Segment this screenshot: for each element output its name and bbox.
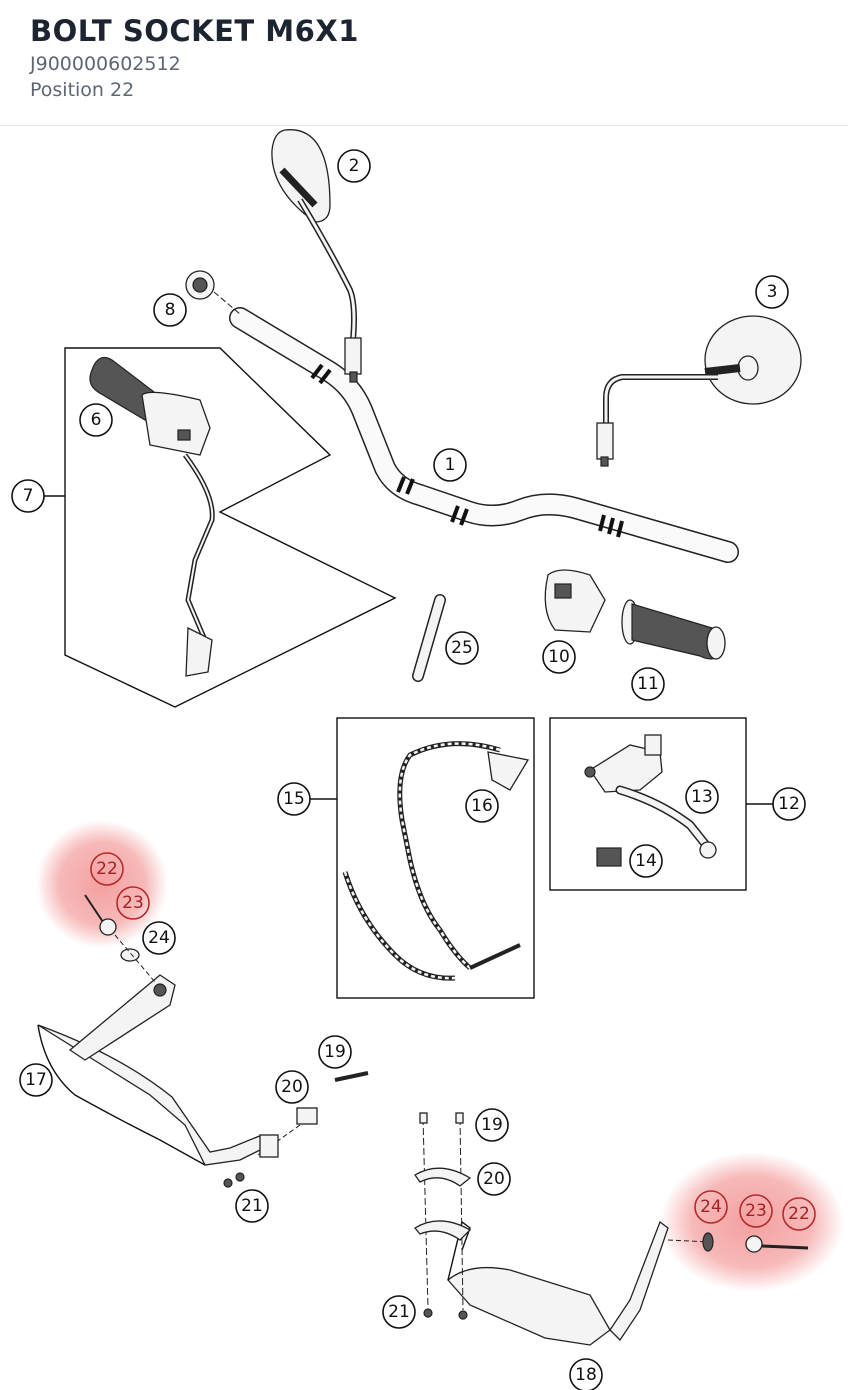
callout-22-left[interactable]: 22 <box>90 852 124 886</box>
callout-12[interactable]: 12 <box>772 787 806 821</box>
callout-16[interactable]: 16 <box>465 789 499 823</box>
svg-text:2: 2 <box>349 156 360 176</box>
svg-text:20: 20 <box>483 1169 505 1189</box>
callout-15[interactable]: 15 <box>277 782 311 816</box>
part-number: J900000602512 <box>30 53 181 75</box>
callout-21-left[interactable]: 21 <box>235 1189 269 1223</box>
callout-14[interactable]: 14 <box>629 844 663 878</box>
group-outline-7 <box>64 347 397 708</box>
right-switch-part <box>544 569 606 633</box>
hand-guard-right-part <box>414 1112 669 1346</box>
highlight-area-right <box>660 1152 844 1292</box>
callout-25[interactable]: 25 <box>445 631 479 665</box>
bolt-washer-left-parts <box>84 894 156 983</box>
part-position: Position 22 <box>30 79 135 101</box>
callout-20-right[interactable]: 20 <box>477 1162 511 1196</box>
callout-23-left[interactable]: 23 <box>116 886 150 920</box>
handlebar-part <box>229 307 739 563</box>
svg-text:21: 21 <box>241 1196 263 1216</box>
switch-part-14 <box>596 847 622 867</box>
svg-text:23: 23 <box>122 893 144 913</box>
left-switch-grip-part <box>89 357 215 677</box>
svg-text:23: 23 <box>745 1201 767 1221</box>
group-box-15 <box>336 717 535 999</box>
mirror-right-part <box>596 315 802 467</box>
svg-text:6: 6 <box>91 410 102 430</box>
callout-8[interactable]: 8 <box>153 293 187 327</box>
svg-text:14: 14 <box>635 851 657 871</box>
callout-20-left[interactable]: 20 <box>275 1070 309 1104</box>
svg-text:1: 1 <box>445 455 456 475</box>
callout-1[interactable]: 1 <box>433 448 467 482</box>
callout-2[interactable]: 2 <box>337 149 371 183</box>
svg-text:22: 22 <box>788 1204 810 1224</box>
strap-part <box>412 594 446 682</box>
svg-text:24: 24 <box>148 928 170 948</box>
svg-text:25: 25 <box>451 638 473 658</box>
svg-text:18: 18 <box>575 1365 597 1385</box>
svg-text:11: 11 <box>637 674 659 694</box>
svg-text:21: 21 <box>388 1302 410 1322</box>
callout-13[interactable]: 13 <box>685 780 719 814</box>
svg-text:3: 3 <box>767 282 778 302</box>
callout-18[interactable]: 18 <box>569 1358 603 1390</box>
callout-24-right[interactable]: 24 <box>694 1190 728 1224</box>
callout-6[interactable]: 6 <box>79 403 113 437</box>
svg-text:24: 24 <box>700 1197 722 1217</box>
throttle-grip-part <box>621 599 726 660</box>
svg-text:19: 19 <box>481 1115 503 1135</box>
brake-lever-part <box>584 734 717 859</box>
hand-guard-left-part <box>37 974 272 1166</box>
callout-19-left[interactable]: 19 <box>318 1035 352 1069</box>
svg-text:22: 22 <box>96 859 118 879</box>
callout-22-right[interactable]: 22 <box>782 1197 816 1231</box>
callout-19-right[interactable]: 19 <box>475 1108 509 1142</box>
svg-text:16: 16 <box>471 796 493 816</box>
svg-text:10: 10 <box>548 647 570 667</box>
callout-3[interactable]: 3 <box>755 275 789 309</box>
part-title: BOLT SOCKET M6X1 <box>30 14 359 48</box>
bar-end-part <box>185 270 241 315</box>
svg-text:13: 13 <box>691 787 713 807</box>
svg-text:8: 8 <box>165 300 176 320</box>
clutch-cable-part <box>342 741 530 981</box>
callout-24-left[interactable]: 24 <box>142 921 176 955</box>
svg-text:15: 15 <box>283 789 305 809</box>
svg-text:12: 12 <box>778 794 800 814</box>
svg-text:17: 17 <box>25 1070 47 1090</box>
mirror-left-part <box>271 129 362 383</box>
callout-17[interactable]: 17 <box>19 1063 53 1097</box>
part-header: BOLT SOCKET M6X1 J900000602512 Position … <box>0 0 848 126</box>
svg-text:20: 20 <box>281 1077 303 1097</box>
exploded-parts-diagram: 1 2 3 6 7 8 10 11 12 13 14 15 16 17 18 1… <box>11 129 844 1390</box>
callout-21-right[interactable]: 21 <box>382 1295 416 1329</box>
clamp-left-part <box>223 1071 369 1188</box>
callout-11[interactable]: 11 <box>631 667 665 701</box>
bolt-washer-right-parts <box>667 1232 809 1253</box>
svg-text:19: 19 <box>324 1042 346 1062</box>
callout-23-right[interactable]: 23 <box>739 1194 773 1228</box>
callout-10[interactable]: 10 <box>542 640 576 674</box>
svg-text:7: 7 <box>23 486 34 506</box>
callout-7[interactable]: 7 <box>11 479 45 513</box>
